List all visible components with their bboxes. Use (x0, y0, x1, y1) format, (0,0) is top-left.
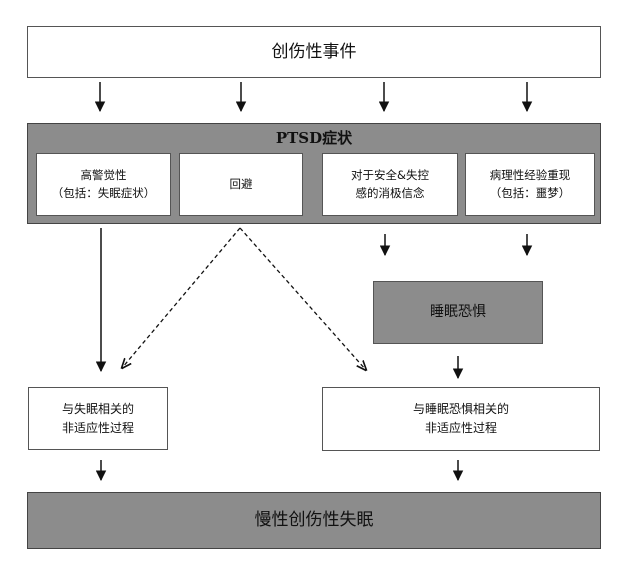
chronic-insomnia-box: 慢性创伤性失眠 (27, 492, 601, 549)
traumatic-event-box: 创伤性事件 (27, 26, 601, 78)
symptom-negative-beliefs-label: 对于安全&失控 感的消极信念 (351, 167, 429, 200)
sleep-fear-process-box: 与睡眠恐惧相关的 非适应性过程 (322, 387, 600, 451)
symptom-avoidance-box: 回避 (179, 153, 303, 216)
symptom-re-experiencing-label: 病理性经验重现 （包括：噩梦） (489, 167, 571, 200)
symptom-hyperarousal-label: 高警觉性 （包括：失眠症状） (51, 167, 156, 200)
arrow-avoidance-to-sleep-fear-process (239, 227, 366, 370)
insomnia-process-box: 与失眠相关的 非适应性过程 (28, 387, 168, 450)
insomnia-process-label: 与失眠相关的 非适应性过程 (61, 401, 134, 435)
sleep-fear-label: 睡眠恐惧 (430, 303, 486, 320)
symptom-avoidance-label: 回避 (229, 176, 253, 191)
symptom-negative-beliefs-box: 对于安全&失控 感的消极信念 (322, 153, 458, 216)
sleep-fear-process-label: 与睡眠恐惧相关的 非适应性过程 (412, 402, 509, 435)
symptom-re-experiencing-box: 病理性经验重现 （包括：噩梦） (465, 153, 595, 216)
traumatic-event-label: 创伤性事件 (271, 41, 357, 62)
arrow-avoidance-to-insomnia-process (122, 227, 241, 368)
chronic-insomnia-label: 慢性创伤性失眠 (254, 510, 374, 531)
symptom-hyperarousal-box: 高警觉性 （包括：失眠症状） (36, 153, 171, 216)
sleep-fear-box: 睡眠恐惧 (373, 281, 543, 344)
ptsd-title: PTSD症状 (275, 129, 353, 147)
